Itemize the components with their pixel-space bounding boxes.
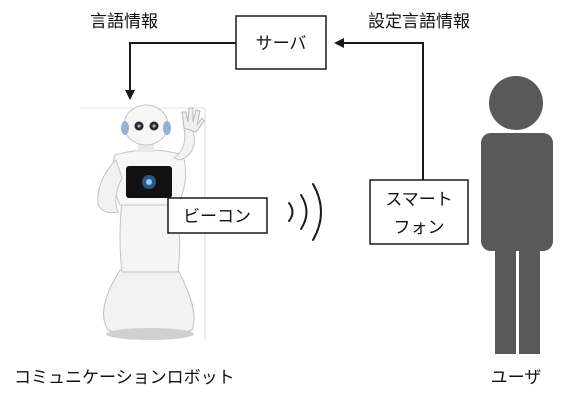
user-leg-left <box>495 240 516 354</box>
robot-hand <box>181 107 205 133</box>
signal-waves-icon <box>288 183 322 241</box>
robot-arm-left <box>97 159 123 214</box>
robot-base <box>103 269 195 338</box>
user-head <box>489 76 543 130</box>
user-icon <box>481 76 553 354</box>
setting-language-info-label: 設定言語情報 <box>368 12 470 32</box>
user-label: ユーザ <box>491 368 542 388</box>
robot-base-shadow <box>106 328 194 340</box>
robot-head <box>123 104 169 146</box>
smartphone-label-line2: フォン <box>394 218 445 238</box>
smartphone-box <box>369 179 469 245</box>
beacon-label: ビーコン <box>183 207 251 227</box>
arrow-server-to-robot <box>125 42 236 100</box>
user-torso <box>481 133 553 251</box>
smartphone-label-line1: スマート <box>385 190 453 210</box>
user-leg-right <box>519 240 540 354</box>
arrow-smartphone-to-server <box>334 38 424 180</box>
beacon-box <box>167 197 268 234</box>
robot-arm-right <box>172 127 195 161</box>
robot-ear-right <box>163 121 171 135</box>
language-info-label: 言語情報 <box>90 12 158 32</box>
server-box <box>235 15 327 70</box>
robot-label: コミュニケーションロボット <box>14 368 235 388</box>
robot-ear-left <box>121 121 129 135</box>
server-label: サーバ <box>256 34 307 54</box>
robot-icon <box>97 104 205 340</box>
